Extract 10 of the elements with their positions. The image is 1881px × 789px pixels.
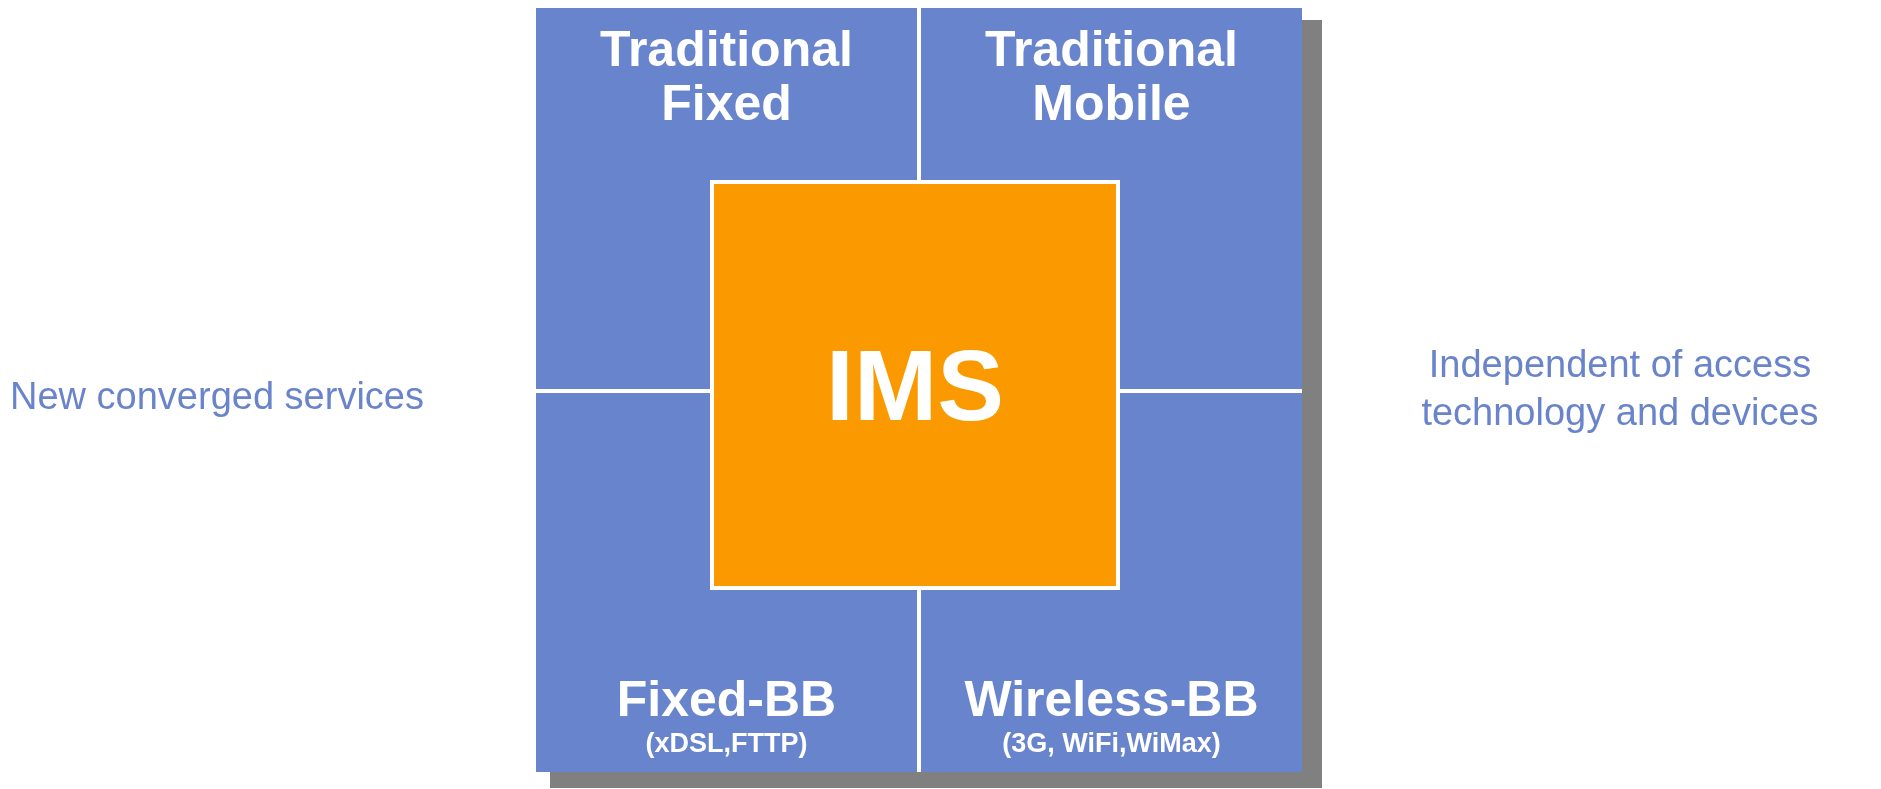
panel-title: Traditional Mobile (984, 22, 1239, 130)
panel-title: IMS (826, 327, 1004, 443)
side-note: New converged services (10, 374, 425, 419)
side-note: Independent of access technology and devices (1420, 342, 1820, 435)
panel-title: Traditional Fixed (599, 22, 854, 130)
center-box (710, 180, 1120, 590)
panel-title: Fixed-BB (615, 672, 838, 726)
panel-subtitle: (3G, WiFi,WiMax) (1002, 727, 1221, 760)
panel-subtitle: (xDSL,FTTP) (645, 727, 808, 760)
panel-title: Wireless-BB (963, 672, 1260, 726)
